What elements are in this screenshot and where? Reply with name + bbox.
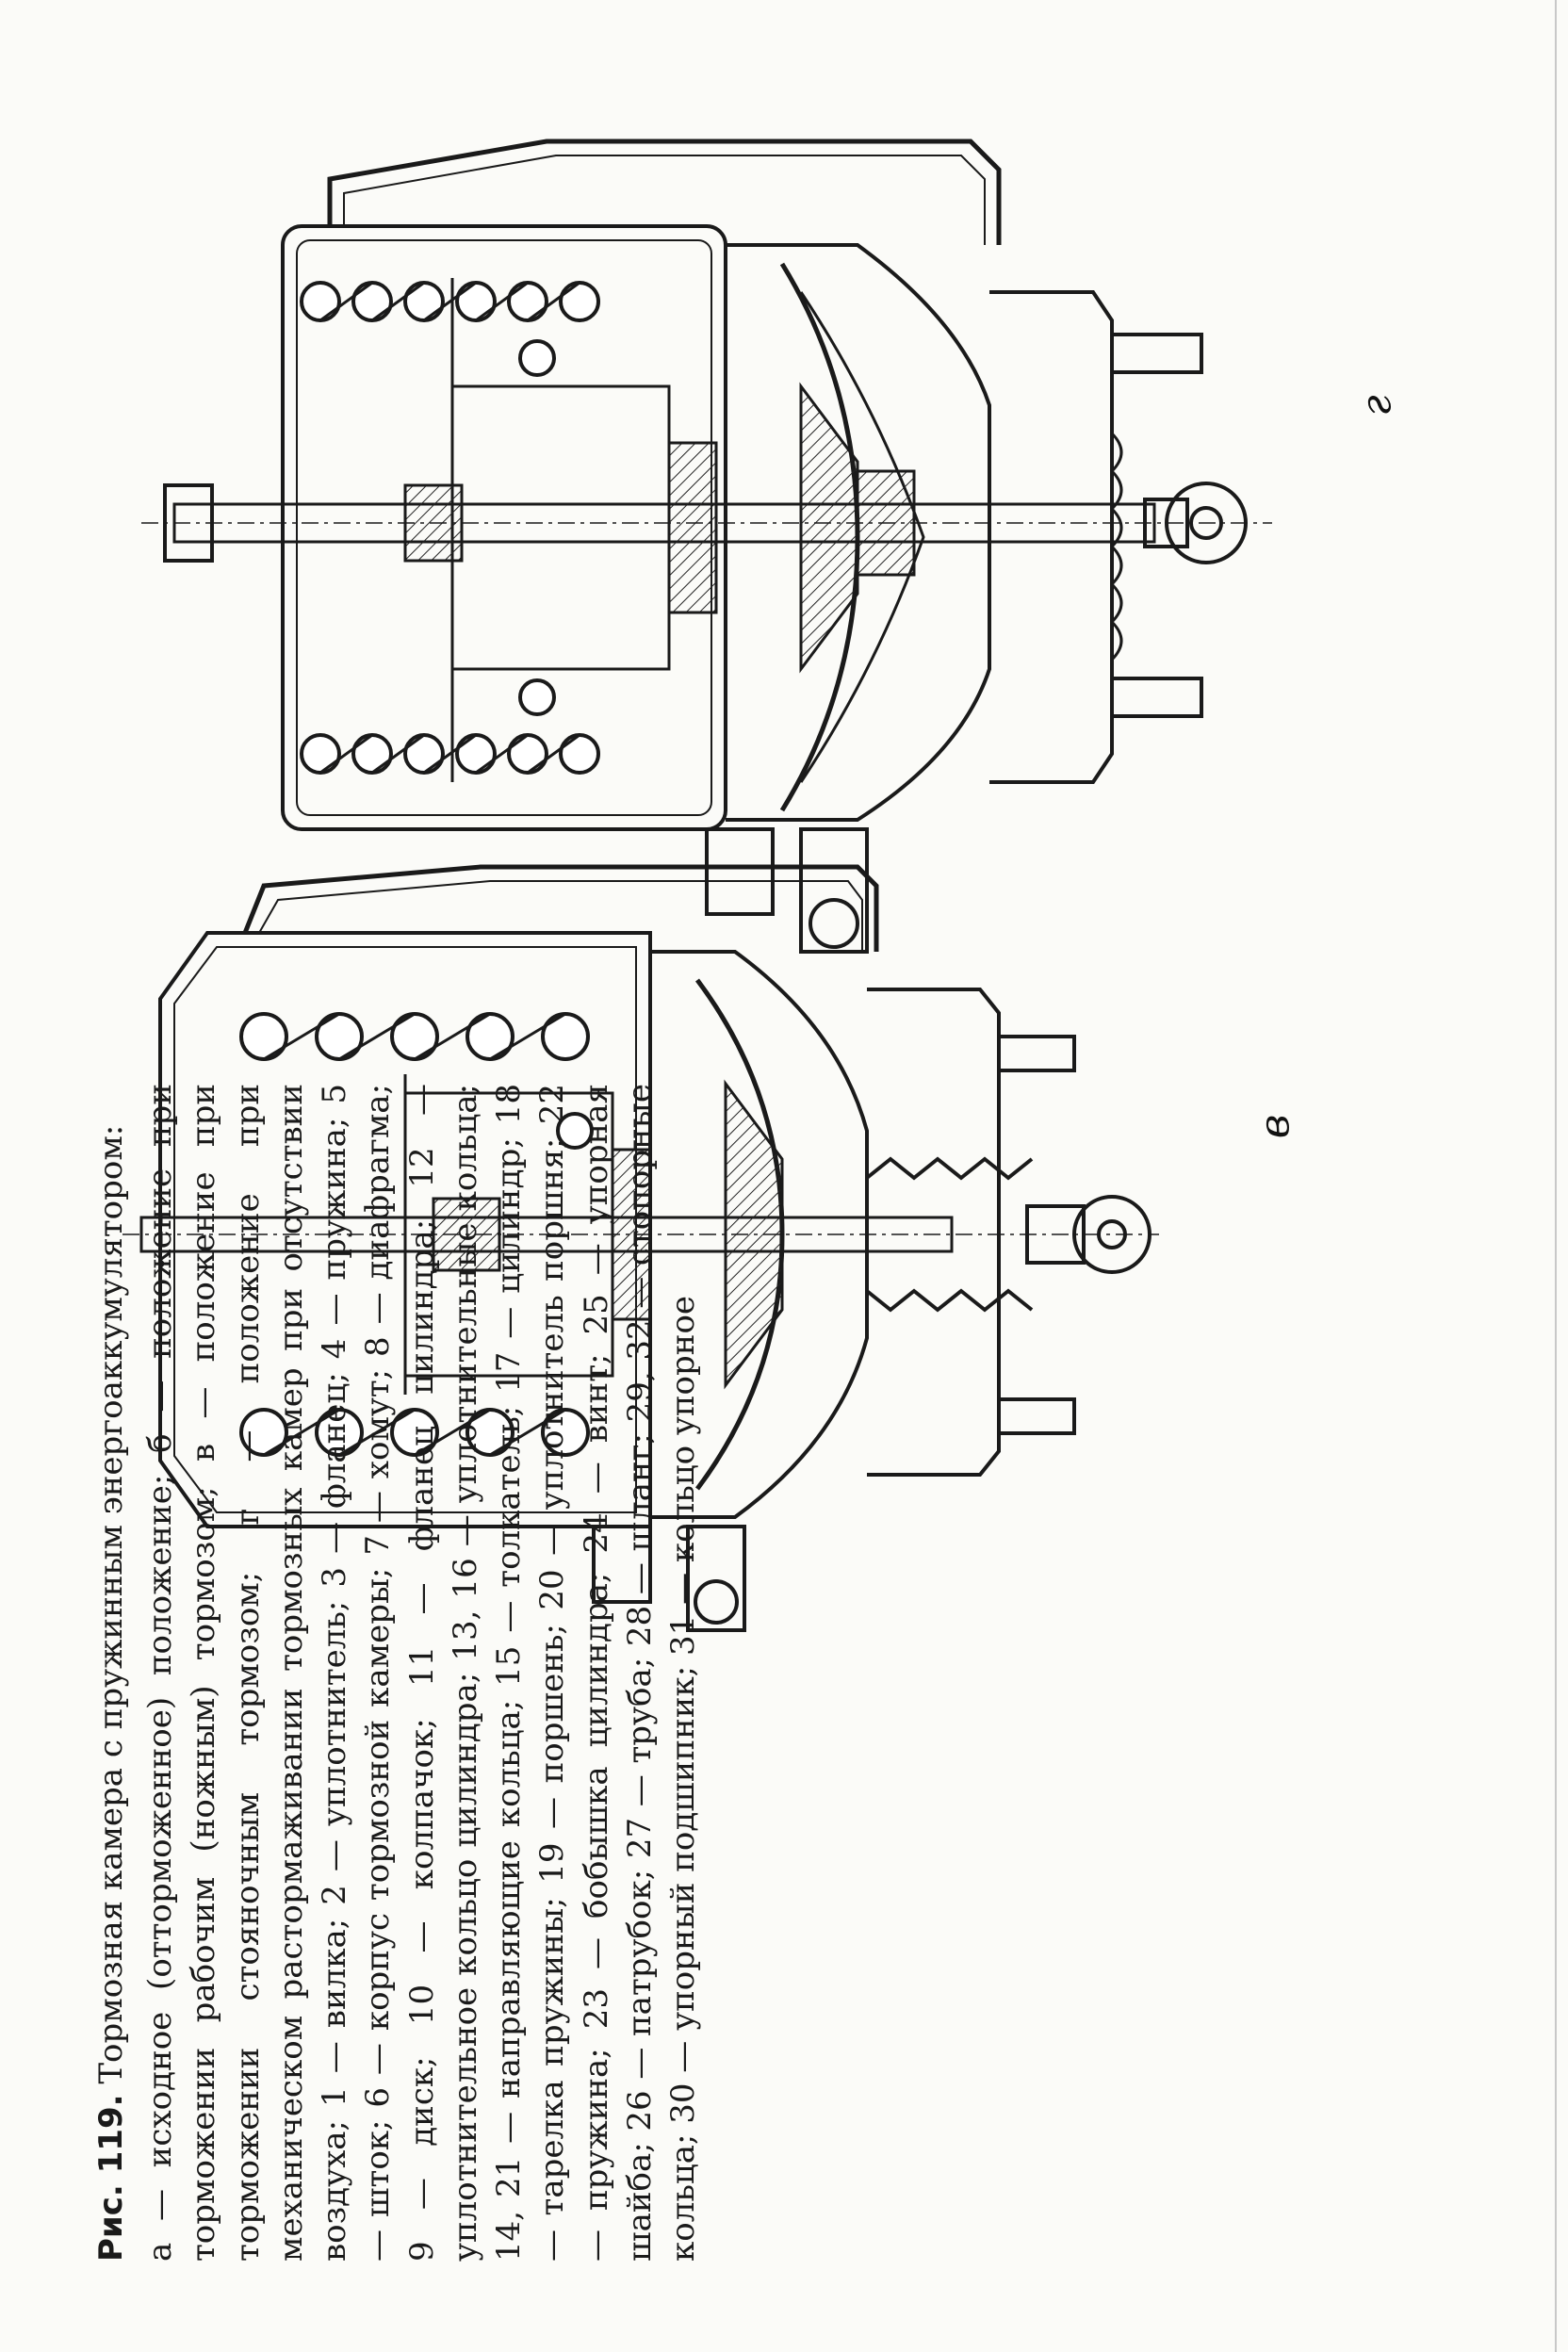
panel-label-d: г — [1352, 395, 1401, 416]
brake-chamber-drawing-d — [141, 139, 1272, 954]
figure-caption: Рис. 119. Тормозная камера с пружинным э… — [90, 302, 1126, 2262]
brake-chamber-drawing-c — [122, 864, 1159, 1632]
figure-number: Рис. 119. — [92, 2094, 130, 2262]
figure-title: Тормозная камера с пружинным энергоаккум… — [92, 1124, 130, 2084]
caption-legend: а — исходное (отторможенное) положение; … — [141, 1084, 703, 2262]
scan-edge — [1555, 0, 1557, 2352]
caption-heading: Рис. 119. Тормозная камера с пружинным э… — [90, 1084, 133, 2262]
panel-label-c: в — [1250, 1114, 1299, 1139]
